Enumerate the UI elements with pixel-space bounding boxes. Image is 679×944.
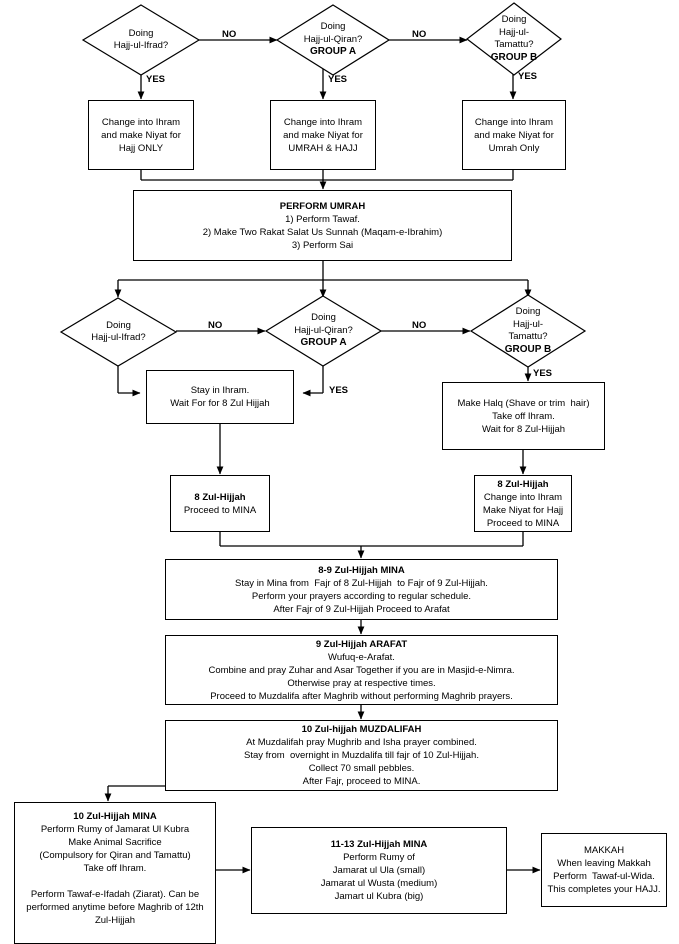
box-line: Change into Ihram xyxy=(101,116,181,128)
box-line: Take off Ihram. xyxy=(492,410,555,422)
box-title: 8 Zul-Hijjah xyxy=(194,491,246,503)
box-line: 2) Make Two Rakat Salat Us Sunnah (Maqam… xyxy=(202,226,443,238)
box-line: Stay in Ihram. xyxy=(190,385,250,396)
box-line: Perform Rumy of Jamarat Ul Kubra xyxy=(40,824,190,835)
edge-label-no-2: NO xyxy=(412,29,427,40)
box-perform-umrah[interactable]: PERFORM UMRAH 1) Perform Tawaf. 2) Make … xyxy=(133,190,512,261)
box-line: (Compulsory for Qiran and Tamattu) xyxy=(39,850,191,861)
box-line: 1) Perform Tawaf. xyxy=(285,213,360,225)
edge-label-no-3: NO xyxy=(208,320,223,331)
box-line: Make Niyat for Hajj xyxy=(482,504,564,516)
box-line: Proceed to Muzdalifa after Maghrib witho… xyxy=(210,690,513,702)
box-line: performed anytime before Maghrib of 12th xyxy=(26,902,204,913)
box-title: 11-13 Zul-Hijjah MINA xyxy=(330,839,428,850)
box-line: Stay from overnight in Muzdalifa till fa… xyxy=(244,750,479,761)
box-line: Hajj ONLY xyxy=(118,142,164,154)
edge-label-yes-1: YES xyxy=(146,74,166,85)
box-line: Jamarat ul Wusta (medium) xyxy=(320,878,438,889)
box-8-zul-hijjah-proceed-mina[interactable]: 8 Zul-Hijjah Proceed to MINA xyxy=(170,475,270,532)
box-title: 8 Zul-Hijjah xyxy=(497,478,549,490)
box-line: UMRAH & HAJJ xyxy=(288,142,358,154)
edge-label-yes-5: YES xyxy=(533,368,553,379)
box-arafat-9-zul-hijjah[interactable]: 9 Zul-Hijjah ARAFAT Wufuq-e-Arafat. Comb… xyxy=(165,635,558,705)
box-make-halq[interactable]: Make Halq (Shave or trim hair) Take off … xyxy=(442,382,605,450)
box-title: 10 Zul-hijjah MUZDALIFAH xyxy=(301,724,422,735)
box-makkah-tawaf-ul-wida[interactable]: MAKKAH When leaving Makkah Perform Tawaf… xyxy=(541,833,667,907)
box-mina-10-zul-hijjah[interactable]: 10 Zul-Hijjah MINA Perform Rumy of Jamar… xyxy=(14,802,216,944)
box-line: At Muzdalifah pray Mughrib and Isha pray… xyxy=(246,737,477,748)
box-title: 8-9 Zul-Hijjah MINA xyxy=(318,564,405,576)
box-title: 9 Zul-Hijjah ARAFAT xyxy=(315,638,408,650)
decision-hajj-ul-qiran-2[interactable]: Doing Hajj-ul-Qiran? GROUP A xyxy=(264,295,383,367)
box-8-zul-hijjah-change-ihram[interactable]: 8 Zul-Hijjah Change into Ihram Make Niya… xyxy=(474,475,572,532)
decision-hajj-ul-tamattu-1[interactable]: Doing Hajj-ul- Tamattu? GROUP B xyxy=(466,2,562,76)
box-line: and make Niyat for xyxy=(101,129,181,141)
box-line: Wait for 8 Zul-Hijjah xyxy=(481,423,566,435)
box-change-ihram-hajj-only[interactable]: Change into Ihram and make Niyat for Haj… xyxy=(88,100,194,170)
box-line: After Fajr of 9 Zul-Hijjah Proceed to Ar… xyxy=(273,603,450,615)
box-line: Proceed to MINA xyxy=(486,517,560,529)
box-line: Take off Ihram. xyxy=(83,863,147,874)
box-line: MAKKAH xyxy=(583,845,625,856)
box-change-ihram-umrah-hajj[interactable]: Change into Ihram and make Niyat for UMR… xyxy=(270,100,376,170)
box-mina-11-13-zul-hijjah[interactable]: 11-13 Zul-Hijjah MINA Perform Rumy of Ja… xyxy=(251,827,507,914)
box-line: After Fajr, proceed to MINA. xyxy=(302,776,421,787)
box-stay-in-ihram[interactable]: Stay in Ihram. Wait For for 8 Zul Hijjah xyxy=(146,370,294,424)
box-line: Perform Tawaf-e-Ifadah (Ziarat). Can be xyxy=(30,889,200,900)
decision-hajj-ul-qiran-1[interactable]: Doing Hajj-ul-Qiran? GROUP A xyxy=(275,4,391,76)
box-line: When leaving Makkah xyxy=(557,858,651,869)
box-line: Change into Ihram xyxy=(283,116,363,128)
box-line: Change into Ihram xyxy=(483,491,563,503)
box-line: Umrah Only xyxy=(488,142,540,154)
edge-label-no-4: NO xyxy=(412,320,427,331)
box-line: and make Niyat for xyxy=(474,129,554,141)
box-line: Collect 70 small pebbles. xyxy=(308,763,415,774)
box-line: Wufuq-e-Arafat. xyxy=(328,651,395,663)
box-line: Otherwise pray at respective times. xyxy=(287,677,436,689)
box-change-ihram-umrah-only[interactable]: Change into Ihram and make Niyat for Umr… xyxy=(462,100,566,170)
box-line: Combine and pray Zuhar and Asar Together… xyxy=(208,664,515,676)
box-line: This completes your HAJJ. xyxy=(547,884,661,895)
box-title: PERFORM UMRAH xyxy=(279,200,366,212)
box-line: Jamarat ul Ula (small) xyxy=(332,865,426,876)
edge-label-yes-3: YES xyxy=(518,71,538,82)
edge-label-no-1: NO xyxy=(222,29,237,40)
box-line: Zul-Hijjah xyxy=(94,915,136,926)
box-line-spacer xyxy=(114,875,117,888)
box-line: and make Niyat for xyxy=(283,129,363,141)
box-muzdalifah-10-zul-hijjah[interactable]: 10 Zul-hijjah MUZDALIFAH At Muzdalifah p… xyxy=(165,720,558,791)
box-line: Perform your prayers according to regula… xyxy=(251,590,472,602)
decision-hajj-ul-ifrad-2[interactable]: Doing Hajj-ul-Ifrad? xyxy=(59,297,178,367)
box-line: Change into Ihram xyxy=(474,116,554,128)
box-line: Perform Rumy of xyxy=(343,852,415,863)
box-line: Make Animal Sacrifice xyxy=(68,837,162,848)
box-line: Perform Tawaf-ul-Wida. xyxy=(553,871,655,882)
decision-hajj-ul-ifrad-1[interactable]: Doing Hajj-ul-Ifrad? xyxy=(81,4,201,76)
box-line: Wait For for 8 Zul Hijjah xyxy=(170,398,270,409)
box-mina-8-9-zul-hijjah[interactable]: 8-9 Zul-Hijjah MINA Stay in Mina from Fa… xyxy=(165,559,558,620)
edge-label-yes-2: YES xyxy=(328,74,348,85)
box-line: Stay in Mina from Fajr of 8 Zul-Hijjah t… xyxy=(235,577,488,589)
edge-label-yes-4: YES xyxy=(329,385,349,396)
box-line: Make Halq (Shave or trim hair) xyxy=(457,397,590,409)
box-line: 3) Perform Sai xyxy=(291,239,354,251)
box-line: Jamart ul Kubra (big) xyxy=(334,891,424,902)
box-title: 10 Zul-Hijjah MINA xyxy=(73,811,157,822)
decision-hajj-ul-tamattu-2[interactable]: Doing Hajj-ul- Tamattu? GROUP B xyxy=(469,294,587,368)
box-line: Proceed to MINA xyxy=(183,504,257,516)
